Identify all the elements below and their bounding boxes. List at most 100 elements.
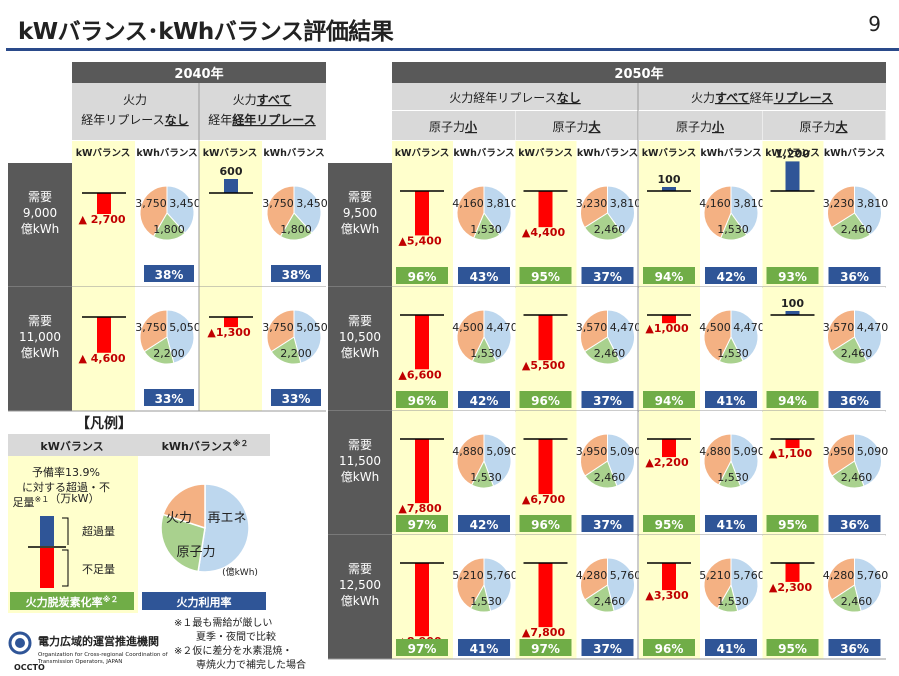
- blue-2050-text-part: %: [486, 518, 498, 532]
- nuclear-head: [639, 111, 762, 140]
- group-2040-a-line2-part: なし: [165, 113, 189, 127]
- subhead-2040-kw: [199, 141, 262, 163]
- nuclear-head-label: 原子力小: [429, 119, 477, 134]
- green-2050-text-part: 94: [655, 270, 672, 284]
- note-1-line2: 夏季・夜間で比較: [196, 630, 276, 643]
- green-2050-text-part: 97: [531, 642, 548, 656]
- blue-2050-text-part: %: [610, 394, 622, 408]
- green-2050-text-part: 96: [531, 518, 548, 532]
- group-2040-b: [199, 83, 326, 140]
- green-2050-text-part: 94: [655, 394, 672, 408]
- pie-nuclear-slice: [831, 212, 871, 241]
- legend-desc-line3-part: 足量: [13, 496, 35, 509]
- blue-2050-text-part: 36: [840, 518, 857, 532]
- pie-renew-slice: [854, 185, 882, 236]
- green-2050-text-part: %: [671, 270, 683, 284]
- subhead-2050-kwh: [700, 141, 762, 163]
- legend-green-box: [10, 592, 134, 610]
- pie-thermal-label: 5,210: [452, 569, 484, 582]
- kw-2050-bar: [662, 187, 676, 191]
- nuclear-head: [515, 111, 639, 140]
- blue-2050-text: 37%: [593, 642, 622, 656]
- green-2050-text: 94%: [655, 394, 684, 408]
- green-2050-text-part: 96: [655, 642, 672, 656]
- pie-renew-label: 5,090: [486, 445, 518, 458]
- green-2050: [519, 639, 572, 656]
- blue-2050-text-part: 42: [470, 394, 487, 408]
- green-2050-text: 95%: [778, 642, 807, 656]
- kw-2050-label: ▲2,200: [645, 456, 689, 469]
- green-2050-text: 96%: [531, 518, 560, 532]
- demand-2050-3-line: 需要: [348, 562, 372, 576]
- demand-2050-0-line: 億kWh: [341, 222, 379, 236]
- pie-thermal-label: 4,880: [699, 445, 731, 458]
- blue-2050-text: 36%: [840, 518, 869, 532]
- subhead-2050-kwh: [453, 141, 515, 163]
- note-2-line1: ※２仮に差分を水素混焼・: [174, 644, 292, 657]
- subhead-2040-kwh: [262, 141, 326, 163]
- legend-short-label: 不足量: [82, 563, 115, 576]
- pie-nuclear-label: 1,530: [470, 595, 502, 608]
- green-2050-text-part: %: [671, 518, 683, 532]
- pie-2050: [703, 309, 759, 365]
- blue-2050: [581, 639, 634, 656]
- legend-kwh-head-part: kWhバランス: [162, 440, 233, 453]
- demand-2040-1-line: 億kWh: [21, 346, 59, 360]
- blue-2050-text: 42%: [470, 518, 499, 532]
- group-2050-a: [392, 83, 638, 110]
- pie-nuclear-slice: [831, 460, 865, 489]
- blue-2050-text-part: 41: [717, 518, 734, 532]
- demand-2040-0-line: 億kWh: [21, 222, 59, 236]
- pie-nuclear-slice: [831, 336, 868, 365]
- pie-nuclear-slice: [584, 212, 624, 241]
- blue-2040-text-part: %: [298, 392, 310, 406]
- pie-renew-label: 5,050: [169, 321, 201, 334]
- group-2040-b-line1-part: すべて: [257, 93, 292, 107]
- blue-2050-text-part: %: [610, 518, 622, 532]
- pie-nuclear-slice: [584, 460, 618, 489]
- pie-2050: [456, 433, 512, 489]
- blue-2050-text-part: 41: [470, 642, 487, 656]
- group-2040-a-line1: 火力: [123, 93, 147, 107]
- group-2050-b-label: 火力すべて経年リプレース: [691, 90, 833, 105]
- nuclear-head-label-part: 小: [712, 119, 724, 134]
- pie-thermal-label: 3,230: [823, 197, 855, 210]
- header-2040: [72, 62, 326, 83]
- legend-desc-line3-part: （万kW）: [49, 492, 99, 505]
- blue-2050: [705, 391, 757, 408]
- occto-logo-text: OCCTO: [14, 663, 45, 672]
- blue-2050-text-part: 36: [840, 270, 857, 284]
- green-2050-text-part: 93: [778, 270, 795, 284]
- group-2040-b-line2-part: 経年リプレース: [232, 112, 315, 127]
- green-2050-text-part: %: [548, 394, 560, 408]
- pie-nuclear-label: 2,200: [153, 347, 185, 360]
- nuclear-head-label: 原子力小: [676, 119, 724, 134]
- blue-2050: [828, 267, 881, 284]
- legend-renew-label: 再エネ: [207, 511, 246, 526]
- kw-2050-label: ▲5,400: [398, 234, 442, 247]
- page-number: 9: [868, 12, 881, 36]
- legend-desc-line2: に対する超過・不: [22, 480, 110, 494]
- green-2050: [519, 391, 572, 408]
- pie-thermal-slice: [266, 309, 295, 353]
- legend-green-label-part: 火力脱炭素化率: [26, 595, 103, 609]
- kw-2050-label: ▲7,800: [398, 502, 442, 515]
- green-2050: [519, 267, 572, 284]
- blue-2050: [705, 267, 757, 284]
- pie-renew-slice: [293, 185, 322, 234]
- group-2040-a: [72, 83, 199, 140]
- pie-renew-label: 3,810: [857, 197, 889, 210]
- subhead-2050-kwh: [823, 141, 886, 163]
- nuclear-head: [392, 111, 515, 140]
- kw-2050-label: ▲6,600: [398, 368, 442, 381]
- subhead-2050-kwh-label: kWhバランス: [700, 147, 761, 159]
- group-2050-b: [638, 83, 886, 110]
- kw-2050-bar: [538, 191, 553, 228]
- blue-2050-text: 36%: [840, 394, 869, 408]
- green-2050-text-part: 95: [655, 518, 672, 532]
- pie-renew-slice: [607, 185, 635, 236]
- legend-blue-box: [142, 592, 266, 610]
- nuclear-head: [762, 111, 886, 140]
- blue-2050: [828, 639, 881, 656]
- pie-renew-slice: [854, 557, 882, 612]
